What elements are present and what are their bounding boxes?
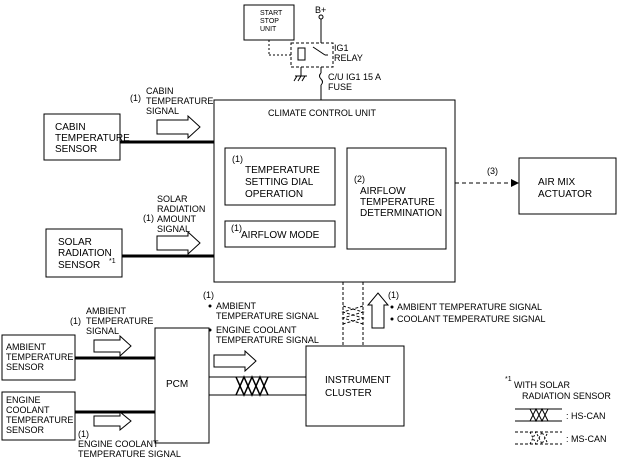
ic-signal-number: (1) [388, 290, 399, 300]
hs-can-twist-b [235, 375, 269, 397]
instrument-cluster-box [305, 345, 405, 427]
pcm-ambient-signal: AMBIENT TEMPERATURE SIGNAL [216, 301, 319, 321]
cabin-signal-label: CABIN TEMPERATURE SIGNAL [146, 86, 216, 116]
pcm-signal-number: (1) [203, 290, 214, 300]
instrument-cluster-label: INSTRUMENT CLUSTER [325, 375, 393, 399]
solar-sensor-note-mark: *1 [109, 258, 116, 265]
legend-ms-can-label: : MS-CAN [566, 434, 607, 444]
pcm-label: PCM [166, 379, 188, 390]
airflow-mode-number: (1) [231, 223, 242, 233]
ambient-temp-sensor-box [1, 334, 76, 381]
airflow-mode-label: AIRFLOW MODE [241, 230, 320, 241]
pcm-coolant-signal: ENGINE COOLANT TEMPERATURE SIGNAL [216, 325, 319, 345]
legend-note: WITH SOLAR RADIATION SENSOR [514, 380, 611, 401]
cabin-signal-number: (1) [130, 93, 141, 103]
hs-can-twist-a [235, 375, 269, 397]
start-stop-unit-box [243, 4, 295, 41]
airflow-temp-determination-label: AIRFLOW TEMPERATURE DETERMINATION [360, 186, 442, 219]
airflow-mode-box [224, 220, 336, 248]
climate-control-unit-title: CLIMATE CONTROL UNIT [268, 108, 377, 118]
air-mix-actuator-box [518, 157, 617, 215]
ambient-signal-arrow-icon [93, 334, 132, 358]
solar-signal-number: (1) [143, 213, 154, 223]
solar-signal-arrow-icon [156, 230, 201, 256]
coolant-temp-sensor-label: ENGINE COOLANT TEMPERATURE SENSOR [6, 395, 76, 435]
b-plus-terminal [318, 14, 324, 20]
ambient-signal-label: AMBIENT TEMPERATURE SIGNAL [86, 306, 156, 336]
solar-radiation-sensor-label: SOLAR RADIATION SENSOR [58, 237, 115, 271]
ambient-temp-sensor-label: AMBIENT TEMPERATURE SENSOR [6, 342, 76, 372]
coolant-signal-number: (1) [78, 429, 89, 439]
start-stop-unit-label: START STOP UNIT [260, 10, 284, 33]
actuator-output-number: (3) [487, 166, 498, 176]
ambient-signal-number: (1) [70, 316, 81, 326]
pcm-to-ic-arrow-icon [213, 349, 257, 373]
airflow-temp-determination-box [346, 147, 447, 250]
cabin-temp-sensor-label: CABIN TEMPERATURE SENSOR [55, 122, 133, 155]
ig1-relay-label: IG1 RELAY [334, 43, 363, 63]
pcm-box [154, 327, 210, 444]
fuse-icon [319, 72, 323, 86]
temp-setting-dial-label: TEMPERATURE SETTING DIAL OPERATION [245, 165, 323, 200]
relay-coil-icon [297, 47, 306, 61]
temp-setting-dial-number: (1) [232, 154, 243, 164]
coolant-temp-sensor-box [1, 391, 76, 441]
ic-to-ccu-arrow-icon [366, 292, 390, 329]
cabin-signal-arrow-icon [156, 114, 201, 140]
fuse-label: C/U IG1 15 A FUSE [328, 72, 383, 92]
coolant-signal-arrow-icon [93, 410, 132, 432]
b-plus-label: B+ [315, 5, 326, 15]
air-mix-actuator-label: AIR MIX ACTUATOR [538, 177, 592, 200]
cabin-temp-sensor-box [43, 113, 121, 161]
coolant-signal-label: ENGINE COOLANT TEMPERATURE SIGNAL [78, 439, 181, 459]
ic-ambient-signal: AMBIENT TEMPERATURE SIGNAL [397, 302, 542, 312]
temp-setting-dial-box [224, 147, 336, 206]
airflow-temp-determination-number: (2) [354, 174, 365, 184]
legend-note-mark: *1 [505, 376, 512, 383]
solar-signal-label: SOLAR RADIATION AMOUNT SIGNAL [157, 194, 208, 234]
legend-hs-can-label: : HS-CAN [566, 411, 606, 421]
ms-can-twist-b [341, 305, 365, 325]
solar-radiation-sensor-box [45, 228, 123, 278]
actuator-arrowhead [511, 179, 519, 187]
ic-coolant-signal: COOLANT TEMPERATURE SIGNAL [397, 314, 546, 324]
relay-switch-icon [312, 46, 326, 56]
